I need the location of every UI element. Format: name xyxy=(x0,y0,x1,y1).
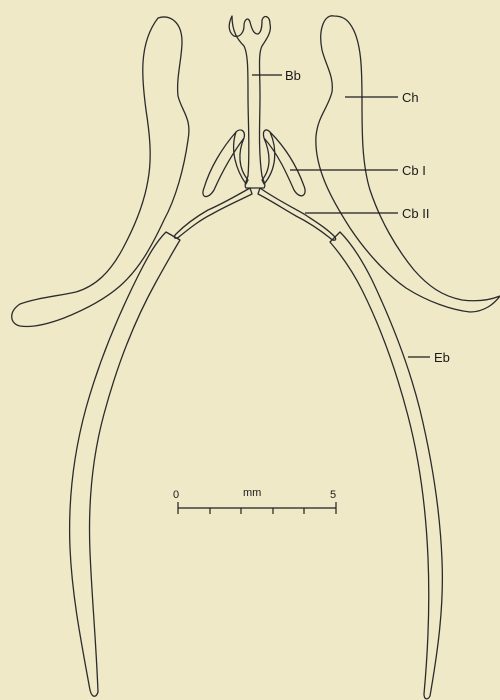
label-eb: Eb xyxy=(434,350,450,365)
label-ch: Ch xyxy=(402,90,419,105)
right-ceratobranchial-1 xyxy=(262,130,305,196)
label-bb: Bb xyxy=(285,68,301,83)
left-ceratohyal xyxy=(12,17,189,327)
left-ceratobranchial-2 xyxy=(174,188,252,238)
scale-bar: 0 mm 5 xyxy=(173,487,336,514)
right-epibranchial xyxy=(330,232,442,699)
label-cb2: Cb II xyxy=(402,206,429,221)
left-epibranchial xyxy=(70,232,180,696)
scale-bar-unit-label: mm xyxy=(243,487,261,499)
label-cb1: Cb I xyxy=(402,163,426,178)
scale-bar-start-label: 0 xyxy=(173,489,179,501)
right-ceratobranchial-2 xyxy=(258,188,336,240)
scale-bar-end-label: 5 xyxy=(330,489,336,501)
left-ceratobranchial-1 xyxy=(203,130,248,197)
